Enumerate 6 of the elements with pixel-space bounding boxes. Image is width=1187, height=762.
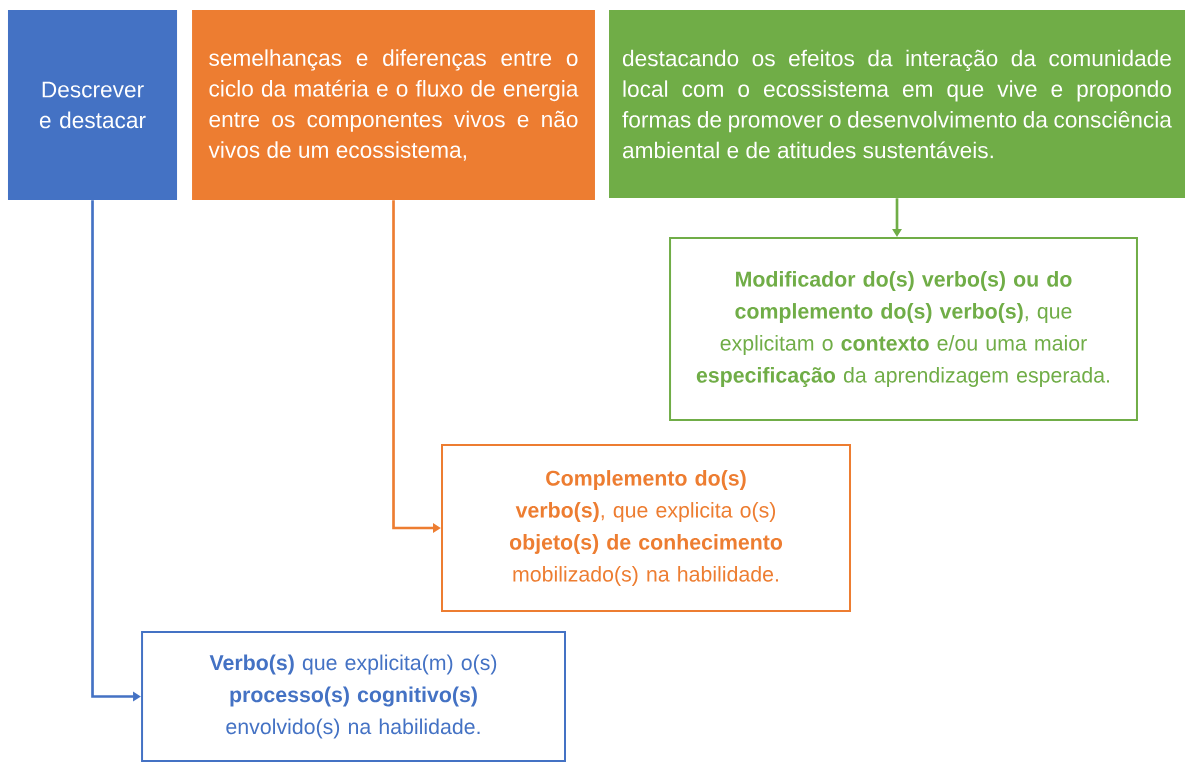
verb-box: Descrever e destacar	[8, 10, 178, 200]
explanation-box: Complemento do(s) verbo(s), que explicita o(s) objeto(s) de conhecimento mobilizado(s) na habilidade.	[441, 444, 851, 612]
complement-box: semelhanças e diferenças entre o ciclo da matéria e o fluxo de energia entre os componentes vivos e não vivos de um ecossistema,	[192, 10, 595, 200]
explanation-box: Modificador do(s) verbo(s) ou do complemento do(s) verbo(s), que explicitam o contexto e/ou uma maior especificação da aprendizagem esperada.	[669, 237, 1138, 421]
modifier-box: destacando os efeitos da interação da comunidade local com o ecossistema em que vive e propondo formas de promover o desenvolvimento da consciência ambiental e de atitudes sustentáveis.	[609, 10, 1185, 198]
explanation-box: Verbo(s) que explicita(m) o(s) processo(s) cognitivo(s) envolvido(s) na habilidade.	[141, 630, 566, 762]
